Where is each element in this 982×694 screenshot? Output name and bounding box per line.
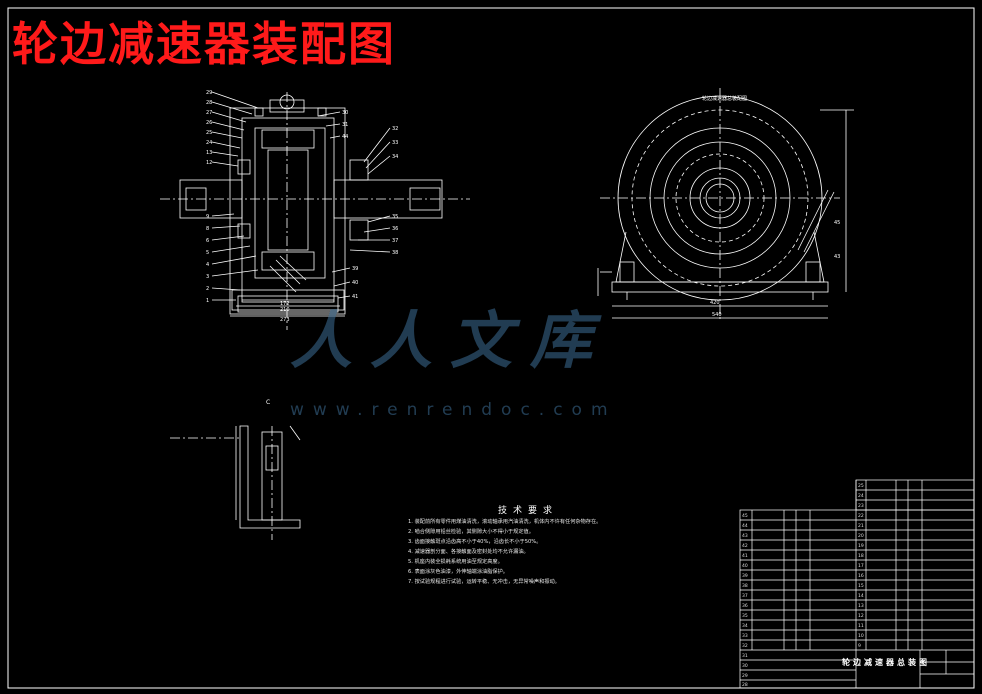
svg-text:24: 24: [206, 140, 212, 146]
svg-text:17: 17: [858, 563, 864, 569]
svg-text:37: 37: [392, 238, 398, 244]
svg-text:35: 35: [742, 613, 748, 619]
svg-text:42: 42: [742, 543, 748, 549]
svg-text:13: 13: [858, 603, 864, 609]
svg-text:14: 14: [858, 593, 864, 599]
tech-requirement-item: 1. 装配前所有零件用煤油清洗，滚动轴承用汽油清洗，机体内不许有任何杂物存在。: [408, 519, 602, 525]
svg-text:41: 41: [742, 553, 748, 559]
svg-text:33: 33: [742, 633, 748, 639]
watermark-url: www.renrendoc.com: [290, 400, 617, 420]
svg-text:32: 32: [742, 643, 748, 649]
tech-requirement-item: 3. 齿面接触斑点沿齿高不小于40%，沿齿长不小于50%。: [408, 539, 542, 545]
svg-text:32: 32: [392, 126, 398, 132]
svg-text:12: 12: [858, 613, 864, 619]
svg-text:30: 30: [342, 110, 348, 116]
svg-text:21: 21: [858, 523, 864, 529]
section-view: [160, 91, 470, 330]
svg-text:9: 9: [858, 643, 861, 649]
side-view: [597, 88, 854, 320]
svg-text:26: 26: [206, 120, 212, 126]
svg-text:20: 20: [858, 533, 864, 539]
svg-text:23: 23: [858, 503, 864, 509]
svg-text:25: 25: [858, 483, 864, 489]
svg-text:22: 22: [858, 513, 864, 519]
title-block-name: 轮边减速器总装图: [842, 658, 930, 667]
svg-text:11: 11: [858, 623, 864, 629]
svg-text:9: 9: [206, 214, 209, 220]
svg-text:16: 16: [858, 573, 864, 579]
svg-text:6: 6: [206, 238, 209, 244]
svg-text:29: 29: [206, 90, 212, 96]
parts-numbers: 45 44 43 42 41 40 39 38 37 36 35 34 33 32 31 30 29 2…: [742, 483, 864, 688]
section-mark-c: C: [266, 399, 270, 406]
svg-text:18: 18: [858, 553, 864, 559]
svg-text:41: 41: [352, 294, 358, 300]
watermark-brand: 人人文库: [290, 304, 611, 377]
svg-text:43: 43: [742, 533, 748, 539]
svg-text:13: 13: [206, 150, 212, 156]
svg-text:36: 36: [392, 226, 398, 232]
svg-text:37: 37: [742, 593, 748, 599]
svg-text:3: 3: [206, 274, 209, 280]
parts-table: [739, 479, 975, 689]
svg-text:29: 29: [742, 673, 748, 679]
svg-text:40: 40: [352, 280, 358, 286]
svg-text:36: 36: [742, 603, 748, 609]
tech-requirement-item: 2. 啮合侧隙用铅丝检验，其侧隙大小不得小于规定值。: [408, 529, 534, 535]
svg-text:25: 25: [206, 130, 212, 136]
dim-45: 45: [834, 220, 840, 226]
svg-text:4: 4: [206, 262, 209, 268]
svg-text:27: 27: [206, 110, 212, 116]
svg-text:39: 39: [352, 266, 358, 272]
tech-requirement-item: 7. 按试验规程进行试验，运转平稳、无冲击，无异常噪声和振动。: [408, 579, 560, 585]
outer-frame: [7, 7, 975, 689]
svg-text:15: 15: [858, 583, 864, 589]
svg-text:30: 30: [742, 663, 748, 669]
svg-text:28: 28: [742, 682, 748, 688]
svg-text:2: 2: [206, 286, 209, 292]
dim-43: 43: [834, 254, 840, 260]
svg-text:44: 44: [342, 134, 348, 140]
svg-text:40: 40: [742, 563, 748, 569]
dim-540: 540: [712, 312, 722, 318]
svg-text:19: 19: [858, 543, 864, 549]
svg-text:34: 34: [742, 623, 748, 629]
svg-text:31: 31: [342, 122, 348, 128]
svg-text:33: 33: [392, 140, 398, 146]
tech-requirements-list: 1. 装配前所有零件用煤油清洗，滚动轴承用汽油清洗，机体内不许有任何杂物存在。 …: [408, 517, 738, 587]
svg-text:28: 28: [206, 100, 212, 106]
svg-text:45: 45: [742, 513, 748, 519]
svg-text:35: 35: [392, 214, 398, 220]
dim-210: 210: [280, 307, 290, 313]
dim-273: 273: [280, 317, 290, 323]
drawing-title: 轮边减速器装配图: [12, 17, 396, 71]
svg-text:38: 38: [742, 583, 748, 589]
tech-requirement-item: 4. 减速器剖分面、各接触面及密封处均不允许漏油。: [408, 549, 529, 555]
svg-text:1: 1: [206, 298, 209, 304]
svg-text:44: 44: [742, 523, 748, 529]
svg-text:5: 5: [206, 250, 209, 256]
dim-420: 420: [710, 300, 720, 306]
partial-view-c: [170, 425, 301, 540]
dim-172: 172: [280, 301, 290, 307]
tech-requirement-item: 5. 机座内装全损耗系统用油至规定高度。: [408, 559, 503, 565]
svg-text:24: 24: [858, 493, 864, 499]
svg-text:34: 34: [392, 154, 398, 160]
svg-text:10: 10: [858, 633, 864, 639]
tech-requirement-item: 6. 表面涂灰色油漆，外伸轴端涂油脂保护。: [408, 569, 508, 575]
svg-text:8: 8: [206, 226, 209, 232]
svg-text:12: 12: [206, 160, 212, 166]
svg-text:39: 39: [742, 573, 748, 579]
side-view-title: 轮边减速器总装配图: [702, 95, 747, 102]
tech-requirements-title: 技术要求: [498, 506, 559, 516]
svg-text:38: 38: [392, 250, 398, 256]
svg-text:31: 31: [742, 653, 748, 659]
